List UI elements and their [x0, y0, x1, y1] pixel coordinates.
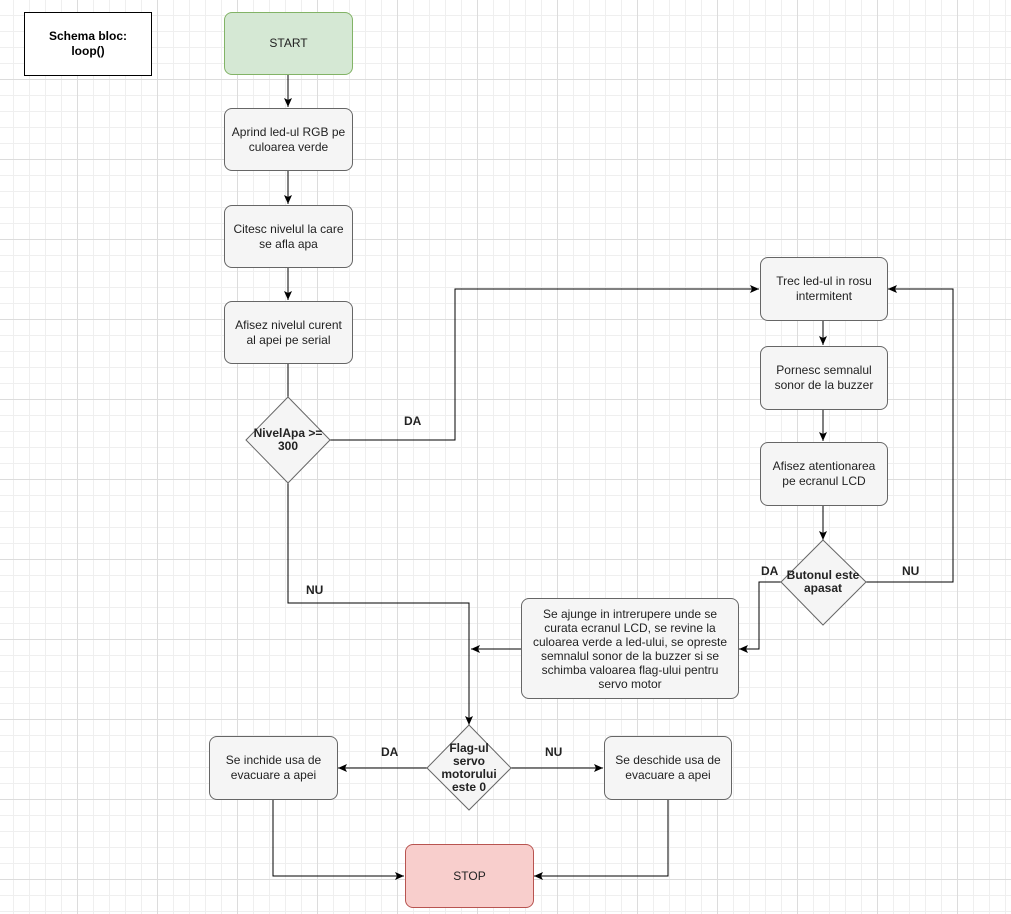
- edge-close-door-to-stop: [272, 800, 404, 880]
- button-check-diamond: [780, 539, 867, 626]
- print-level-step: Afisez nivelul curent al apei pe serial: [224, 301, 353, 364]
- edge-level-check-yes: [330, 285, 759, 441]
- led-green-step: Aprind led-ul RGB pe culoarea verde: [224, 108, 353, 171]
- interrupt-step: Se ajunge in intrerupere unde se curata …: [521, 598, 739, 699]
- led-red-step: Trec led-ul in rosu intermitent: [760, 257, 888, 321]
- stop-node: STOP: [405, 844, 534, 908]
- close-door-step: Se inchide usa de evacuare a apei: [209, 736, 338, 800]
- open-door-step: Se deschide usa de evacuare a apei: [604, 736, 732, 800]
- edge-level-check-no: [287, 483, 473, 725]
- read-level-step: Citesc nivelul la care se afla apa: [224, 205, 353, 268]
- diagram-title-box: Schema bloc: loop(): [24, 12, 152, 76]
- start-node: START: [224, 12, 353, 75]
- flag-no-label: NU: [545, 745, 563, 759]
- edge-button-check-yes: [739, 581, 781, 653]
- level-check-diamond: [245, 396, 331, 484]
- flag-check-diamond: [426, 724, 512, 811]
- buzzer-step: Pornesc semnalul sonor de la buzzer: [760, 346, 888, 410]
- level-no-label: NU: [306, 583, 324, 597]
- level-yes-label: DA: [404, 414, 422, 428]
- edge-button-check-no: [866, 285, 954, 583]
- edge-open-door-to-stop: [534, 800, 669, 880]
- button-yes-label: DA: [761, 564, 779, 578]
- lcd-warning-step: Afisez atentionarea pe ecranul LCD: [760, 442, 888, 506]
- flag-yes-label: DA: [381, 745, 399, 759]
- button-no-label: NU: [902, 564, 920, 578]
